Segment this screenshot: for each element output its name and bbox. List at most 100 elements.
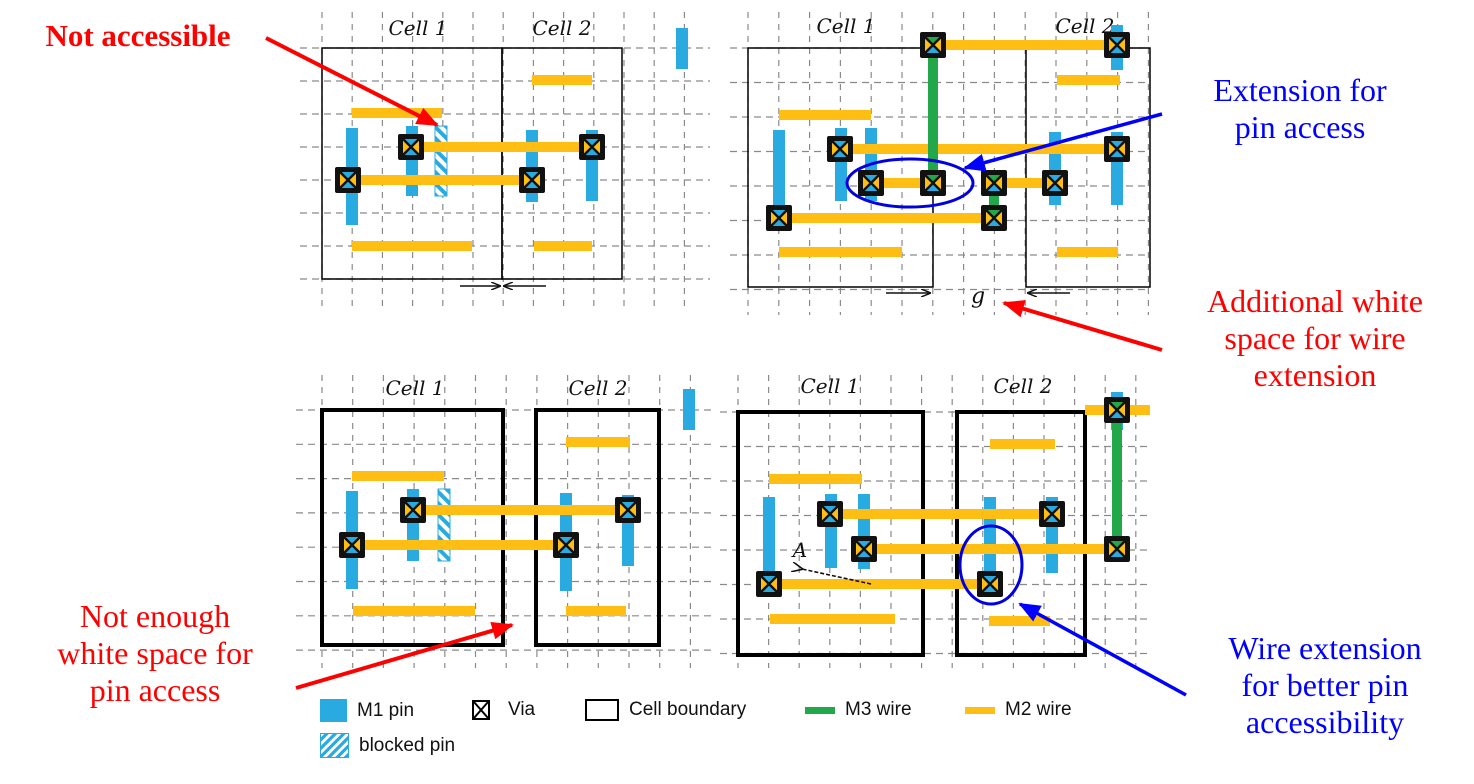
cell-label: Cell 2 <box>532 16 591 40</box>
m2-wire <box>994 178 1055 188</box>
via-icon <box>920 32 946 58</box>
m2-wire <box>770 614 895 624</box>
panel-bottom-left: Cell 1 Cell 2 <box>296 375 715 668</box>
arrow-extension-pin-access <box>963 112 1163 172</box>
via-icon <box>579 134 605 160</box>
arrow-wire-extension <box>1018 602 1187 697</box>
via-icon <box>977 571 1003 597</box>
cell-label: Cell 1 <box>816 14 875 38</box>
cell-boundary <box>955 410 1087 657</box>
cell-label: Cell 1 <box>388 16 447 40</box>
m2-wire <box>990 439 1055 449</box>
m2-wire <box>352 471 444 481</box>
annotation-line: space for wire <box>1224 319 1406 356</box>
m2-wire <box>779 247 902 257</box>
blocked-pin <box>434 125 448 197</box>
m2-wire <box>779 213 994 223</box>
annotation-line: pin access <box>89 671 221 708</box>
via-icon <box>851 536 877 562</box>
m2-wire <box>779 110 871 120</box>
m2-wire <box>989 616 1050 626</box>
via-icon <box>335 167 361 193</box>
annotation-line: for better pin <box>1241 666 1409 703</box>
annotation-additional-white-space: Additional white space for wire extensio… <box>1170 283 1460 393</box>
annotation-line: accessibility <box>1245 703 1405 740</box>
via-icon <box>1042 170 1068 196</box>
gap-label: g <box>971 284 985 309</box>
via-icon <box>756 571 782 597</box>
m2-wire <box>534 241 592 251</box>
cell-boundary <box>534 408 661 647</box>
via-icon <box>553 532 579 558</box>
grid <box>300 12 710 310</box>
annotation-extension-pin-access: Extension for pin access <box>1180 72 1420 146</box>
annotation-line: Extension for <box>1213 72 1387 108</box>
m2-wire <box>412 142 592 152</box>
via-icon <box>766 205 792 231</box>
m2-wire <box>1057 247 1118 257</box>
grid <box>296 375 715 668</box>
m2-wire <box>769 474 862 484</box>
annotation-wire-extension: Wire extension for better pin accessibil… <box>1190 630 1460 740</box>
annotation-line: Additional white <box>1207 283 1423 319</box>
annotation-line: white space for <box>57 634 253 671</box>
via-icon <box>817 501 843 527</box>
arrow-additional-white-space <box>1002 300 1163 352</box>
via-icon <box>981 205 1007 231</box>
m2-wire <box>864 544 1117 554</box>
m2-wire <box>1057 75 1120 85</box>
via-icon <box>1104 32 1130 58</box>
panel-bottom-right: Cell 1 Cell 2 A <box>720 374 1150 668</box>
m3-wire <box>928 45 938 183</box>
panel-top-left: Cell 1 Cell 2 <box>300 12 710 310</box>
cell-label: Cell 1 <box>800 374 859 398</box>
m2-wire <box>352 241 472 251</box>
annotation-text: Not accessible <box>45 18 231 53</box>
via-icon <box>1104 536 1130 562</box>
m1-pin <box>676 28 688 69</box>
highlight-ellipse-bottom <box>958 524 1024 606</box>
annotation-arrows <box>265 36 1187 697</box>
arrow-not-enough-space <box>295 621 514 690</box>
via-icon <box>981 170 1007 196</box>
cell-label: Cell 2 <box>568 376 627 400</box>
m2-wire <box>353 606 475 616</box>
point-label-a: A <box>791 538 807 562</box>
m2-wire <box>871 178 933 188</box>
via-icon <box>519 167 545 193</box>
annotation-not-accessible: Not accessible <box>18 18 258 54</box>
m2-wire <box>566 606 626 616</box>
m1-pin <box>683 389 695 430</box>
annotation-line: pin access <box>1234 108 1366 145</box>
m2-wire <box>840 144 1117 154</box>
m2-wire <box>769 579 991 589</box>
annotation-not-enough-white-space: Not enough white space for pin access <box>20 598 290 708</box>
m2-wire <box>933 40 1117 50</box>
via-icon <box>858 170 884 196</box>
via-icon <box>827 136 853 162</box>
m1-pin <box>763 497 775 583</box>
m2-wire <box>830 509 1052 519</box>
cell-boundary <box>736 410 925 657</box>
annotation-line: extension <box>1253 356 1377 393</box>
m3-wire <box>989 183 999 218</box>
m2-wire <box>566 437 630 447</box>
annotation-line: Not enough <box>79 598 231 634</box>
via-icon <box>1104 136 1130 162</box>
annotation-line: Wire extension <box>1228 630 1422 666</box>
via-icon <box>1104 397 1130 423</box>
m3-wire <box>1112 410 1122 549</box>
via-icon <box>615 497 641 523</box>
cell-boundary <box>320 408 505 647</box>
via-icon <box>398 134 424 160</box>
m2-wire <box>413 505 628 515</box>
cell-label: Cell 2 <box>993 374 1052 398</box>
highlight-ellipse-top <box>845 157 975 209</box>
m2-wire <box>352 540 566 550</box>
cell-label: Cell 1 <box>385 376 444 400</box>
m2-wire <box>352 175 532 185</box>
arrow-not-accessible <box>265 36 439 127</box>
blocked-pin <box>437 488 451 562</box>
